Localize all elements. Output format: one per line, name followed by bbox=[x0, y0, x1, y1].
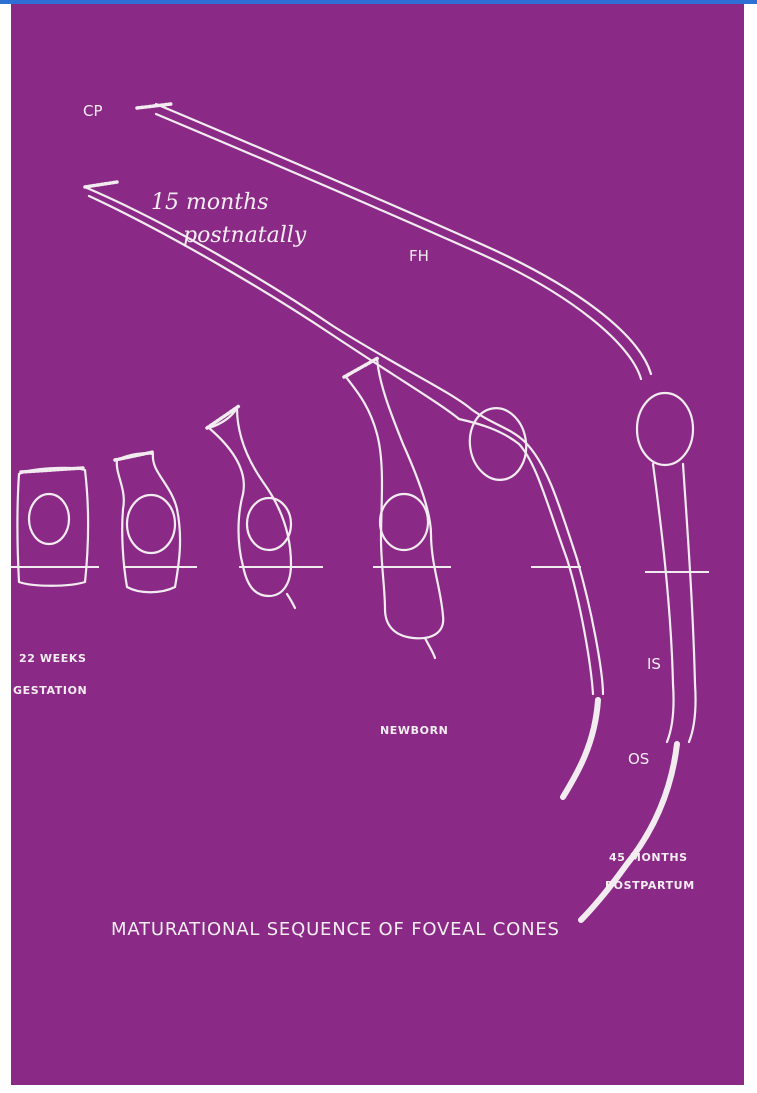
label-45-months: 45 MONTHS bbox=[609, 851, 688, 864]
label-22-weeks: 22 WEEKS bbox=[19, 652, 87, 665]
fh-label: FH bbox=[409, 247, 429, 265]
is-label: IS bbox=[647, 655, 661, 673]
foveal-cone-diagram: CP FH IS OS 15 months postnatally 22 WEE… bbox=[11, 4, 744, 1085]
label-postpartum: POSTPARTUM bbox=[605, 879, 695, 892]
handwritten-label-line2: postnatally bbox=[183, 223, 307, 248]
diagram-title: MATURATIONAL SEQUENCE OF FOVEAL CONES bbox=[111, 919, 560, 940]
cone-stage-3 bbox=[207, 406, 323, 608]
label-gestation: GESTATION bbox=[13, 684, 87, 697]
cone-22-weeks bbox=[11, 468, 99, 586]
os-label: OS bbox=[628, 750, 649, 768]
cone-15-months bbox=[85, 182, 603, 797]
cp-label: CP bbox=[83, 102, 103, 120]
diagram-slide: CP FH IS OS 15 months postnatally 22 WEE… bbox=[11, 4, 744, 1085]
label-newborn: NEWBORN bbox=[380, 724, 448, 737]
cone-stage-2 bbox=[115, 452, 197, 592]
handwritten-label-line1: 15 months bbox=[151, 190, 269, 215]
